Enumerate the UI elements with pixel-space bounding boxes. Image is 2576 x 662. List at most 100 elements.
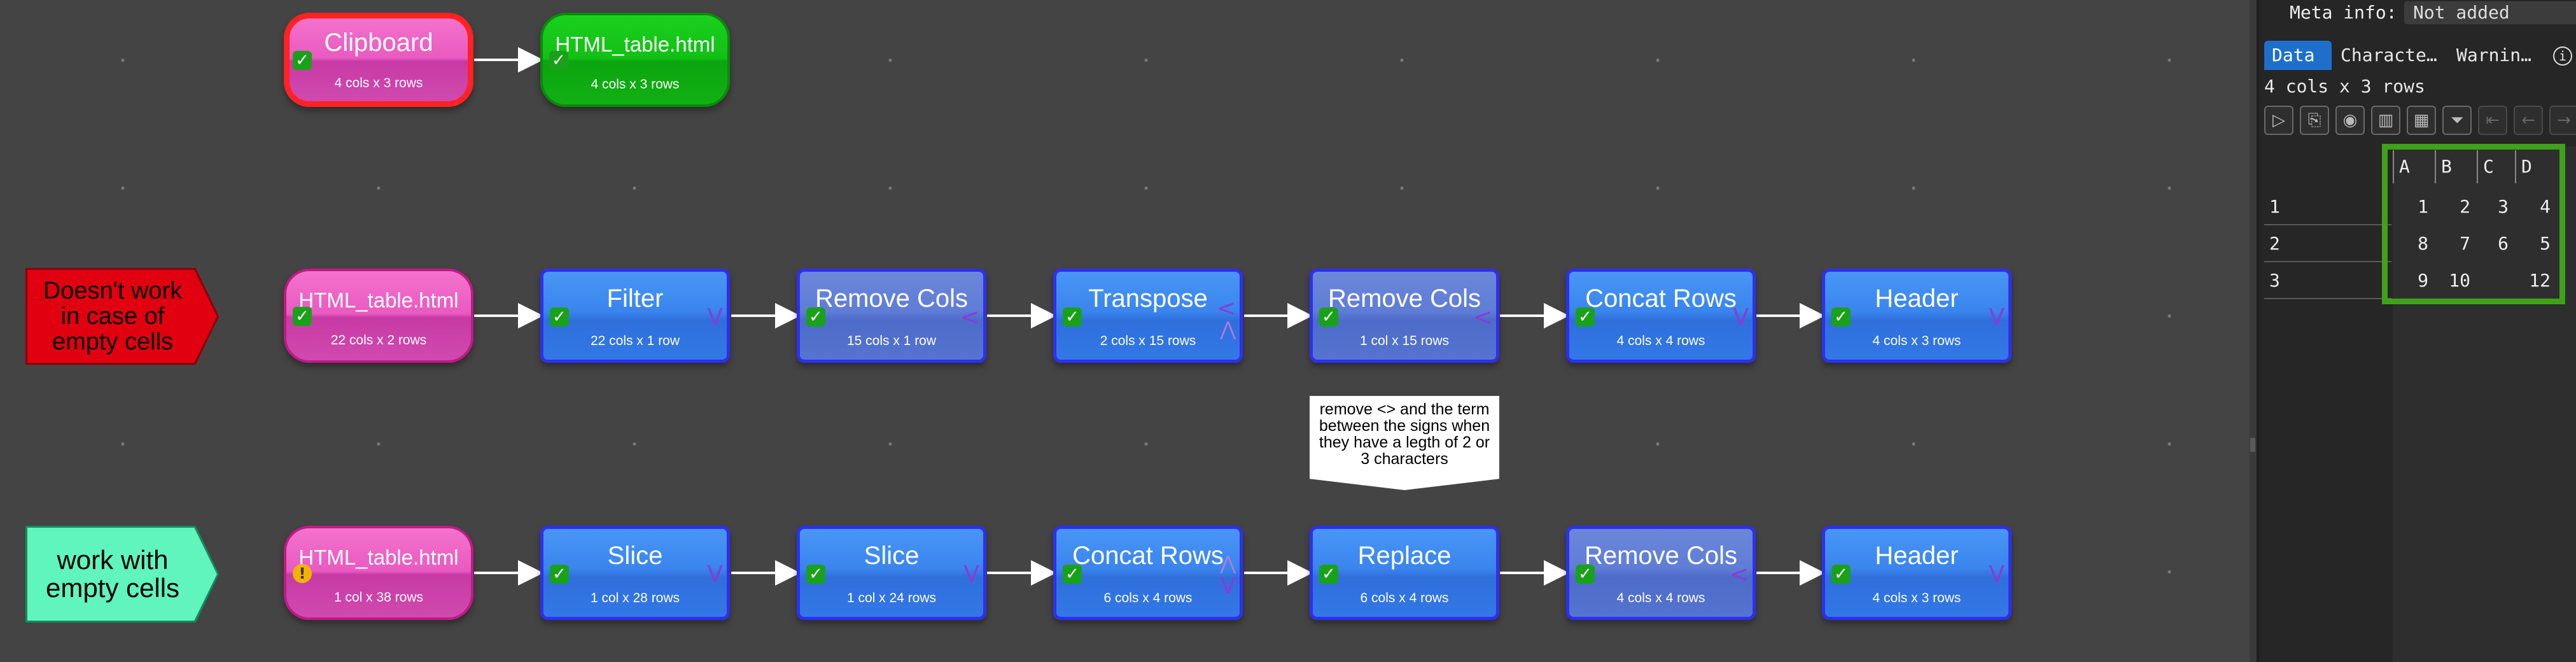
- node-title: Remove Cols: [1584, 542, 1738, 570]
- tab-info[interactable]: iIn: [2545, 41, 2576, 70]
- column-header[interactable]: D: [2515, 150, 2557, 183]
- check-icon: ✓: [1576, 565, 1595, 584]
- check-icon: ✓: [549, 51, 568, 70]
- node-title: Slice: [607, 542, 663, 570]
- node-subtitle: 6 cols x 4 rows: [1103, 591, 1193, 605]
- node-title: Replace: [1357, 542, 1452, 570]
- columns-icon[interactable]: ▥: [2371, 106, 2400, 135]
- column-header[interactable]: A: [2393, 150, 2435, 183]
- table-cell[interactable]: 7: [2460, 233, 2470, 254]
- node-html-table-mid[interactable]: HTML_table.html ✓ 22 cols x 2 rows: [284, 269, 473, 363]
- node-subtitle: 4 cols x 3 rows: [1872, 591, 1961, 605]
- table-cell[interactable]: 5: [2540, 233, 2551, 254]
- paste-icon[interactable]: ⎘: [2300, 106, 2329, 135]
- node-subtitle: 1 col x 15 rows: [1359, 334, 1450, 348]
- node-title: Header: [1875, 542, 1959, 570]
- node-title: Transpose: [1088, 285, 1208, 313]
- panel-splitter[interactable]: [2250, 0, 2258, 662]
- table-cell[interactable]: 9: [2418, 270, 2428, 291]
- check-icon: ✓: [1576, 307, 1595, 327]
- comment-note[interactable]: remove <> and the term between the signs…: [1310, 396, 1499, 490]
- selection-highlight: [2382, 144, 2565, 304]
- node-subtitle: 4 cols x 3 rows: [1872, 334, 1961, 348]
- check-icon: ✓: [1063, 307, 1082, 327]
- note-text: remove <> and the term between the signs…: [1319, 400, 1490, 468]
- chevron-down-icon: V: [1989, 304, 2005, 330]
- tab-data[interactable]: Data: [2264, 41, 2332, 70]
- chevron-left-icon: <: [1729, 561, 1749, 588]
- node-title: Concat Rows: [1585, 285, 1737, 313]
- node-slice-b[interactable]: Slice ✓ V 1 col x 24 rows: [797, 526, 986, 620]
- play-icon[interactable]: ▷: [2264, 106, 2293, 135]
- connection-layer: [474, 47, 1825, 586]
- table-cell[interactable]: 1: [2418, 196, 2428, 217]
- check-icon: ✓: [550, 565, 569, 584]
- data-grid[interactable]: A B C D 1 2 3 4 8 7 6 5 9 10 12: [2393, 146, 2576, 662]
- node-remove-cols-a[interactable]: Remove Cols ✓ < 15 cols x 1 row: [797, 269, 986, 363]
- node-subtitle: 1 col x 28 rows: [590, 591, 680, 605]
- check-icon: ✓: [1831, 565, 1851, 584]
- node-html-table-bot[interactable]: HTML_table.html ! 1 col x 38 rows: [284, 526, 473, 620]
- node-title: Header: [1875, 285, 1959, 313]
- tab-warnings[interactable]: Warnin…: [2456, 45, 2532, 66]
- meta-info-dropdown[interactable]: Not added: [2404, 1, 2576, 24]
- node-concat-rows-mid[interactable]: Concat Rows ✓ V 4 cols x 4 rows: [1566, 269, 1756, 363]
- filter-icon[interactable]: ⏷: [2442, 106, 2472, 135]
- row-number[interactable]: 1: [2264, 188, 2391, 225]
- node-html-table-top[interactable]: HTML_table.html ✓ 4 cols x 3 rows: [540, 13, 730, 107]
- node-title: Filter: [606, 285, 664, 313]
- column-header[interactable]: C: [2477, 150, 2515, 183]
- node-title: HTML_table.html: [298, 546, 459, 569]
- table-cell[interactable]: 10: [2449, 270, 2470, 291]
- node-subtitle: 22 cols x 2 rows: [330, 333, 427, 348]
- label-works: work with empty cells: [27, 528, 217, 621]
- prev-icon[interactable]: ←: [2514, 106, 2543, 135]
- node-concat-rows-bot[interactable]: Concat Rows ✓ ⋀ V 6 cols x 4 rows: [1053, 526, 1243, 620]
- warning-icon: !: [293, 564, 312, 583]
- check-icon: ✓: [1831, 307, 1851, 327]
- node-clipboard[interactable]: Clipboard ✓ 4 cols x 3 rows: [284, 13, 473, 107]
- table-cell[interactable]: 3: [2498, 196, 2509, 217]
- chevron-left-icon: <: [960, 304, 979, 330]
- tab-characteristics[interactable]: Characte…: [2341, 45, 2437, 66]
- node-subtitle: 6 cols x 4 rows: [1360, 591, 1449, 605]
- node-title: HTML_table.html: [298, 288, 459, 312]
- splitter-line: [2257, 0, 2259, 662]
- node-header-bot[interactable]: Header ✓ V 4 cols x 3 rows: [1822, 526, 2012, 620]
- node-replace[interactable]: Replace ✓ 6 cols x 4 rows: [1310, 526, 1499, 620]
- node-filter[interactable]: Filter ✓ V 22 cols x 1 row: [540, 269, 730, 363]
- workflow-canvas[interactable]: Clipboard ✓ 4 cols x 3 rows HTML_table.h…: [0, 0, 2250, 662]
- check-icon: ✓: [1319, 307, 1338, 327]
- node-remove-cols-b[interactable]: Remove Cols ✓ < 1 col x 15 rows: [1310, 269, 1499, 363]
- node-header-mid[interactable]: Header ✓ V 4 cols x 3 rows: [1822, 269, 2012, 363]
- table-cell[interactable]: 2: [2460, 196, 2470, 217]
- table-cell[interactable]: 6: [2498, 233, 2509, 254]
- eye-icon[interactable]: ◉: [2335, 106, 2365, 135]
- column-header[interactable]: B: [2435, 150, 2477, 183]
- first-icon[interactable]: ⇤: [2478, 106, 2507, 135]
- node-subtitle: 1 col x 38 rows: [333, 590, 424, 605]
- data-panel: Meta info: Not added Data Characte… Warn…: [2259, 0, 2576, 662]
- node-subtitle: 4 cols x 3 rows: [591, 77, 680, 92]
- node-subtitle: 2 cols x 15 rows: [1100, 334, 1196, 348]
- check-icon: ✓: [293, 307, 312, 326]
- table-cell[interactable]: 12: [2529, 270, 2551, 291]
- table-cell[interactable]: 8: [2418, 233, 2428, 254]
- table-cell[interactable]: 4: [2540, 196, 2551, 217]
- label-text: Doesn't work in case of empty cells: [43, 278, 183, 355]
- check-icon: ✓: [806, 565, 825, 584]
- node-title: HTML_table.html: [555, 32, 715, 56]
- chevron-down-icon: V: [1220, 573, 1236, 599]
- node-slice-a[interactable]: Slice ✓ V 1 col x 28 rows: [540, 526, 730, 620]
- node-title: Slice: [864, 542, 920, 570]
- grid-icon[interactable]: ▦: [2407, 106, 2436, 135]
- row-number[interactable]: 3: [2264, 262, 2391, 299]
- node-transpose[interactable]: Transpose ✓ < ⋀ 2 cols x 15 rows: [1053, 269, 1243, 363]
- node-remove-cols-c[interactable]: Remove Cols ✓ < 4 cols x 4 rows: [1566, 526, 1756, 620]
- check-icon: ✓: [1063, 565, 1082, 584]
- meta-info-label: Meta info:: [2290, 2, 2397, 23]
- splitter-grip[interactable]: [2250, 438, 2255, 452]
- row-number[interactable]: 2: [2264, 225, 2391, 262]
- next-icon[interactable]: →: [2549, 106, 2576, 135]
- panel-tabs: Data Characte… Warnin… iIn: [2264, 41, 2576, 70]
